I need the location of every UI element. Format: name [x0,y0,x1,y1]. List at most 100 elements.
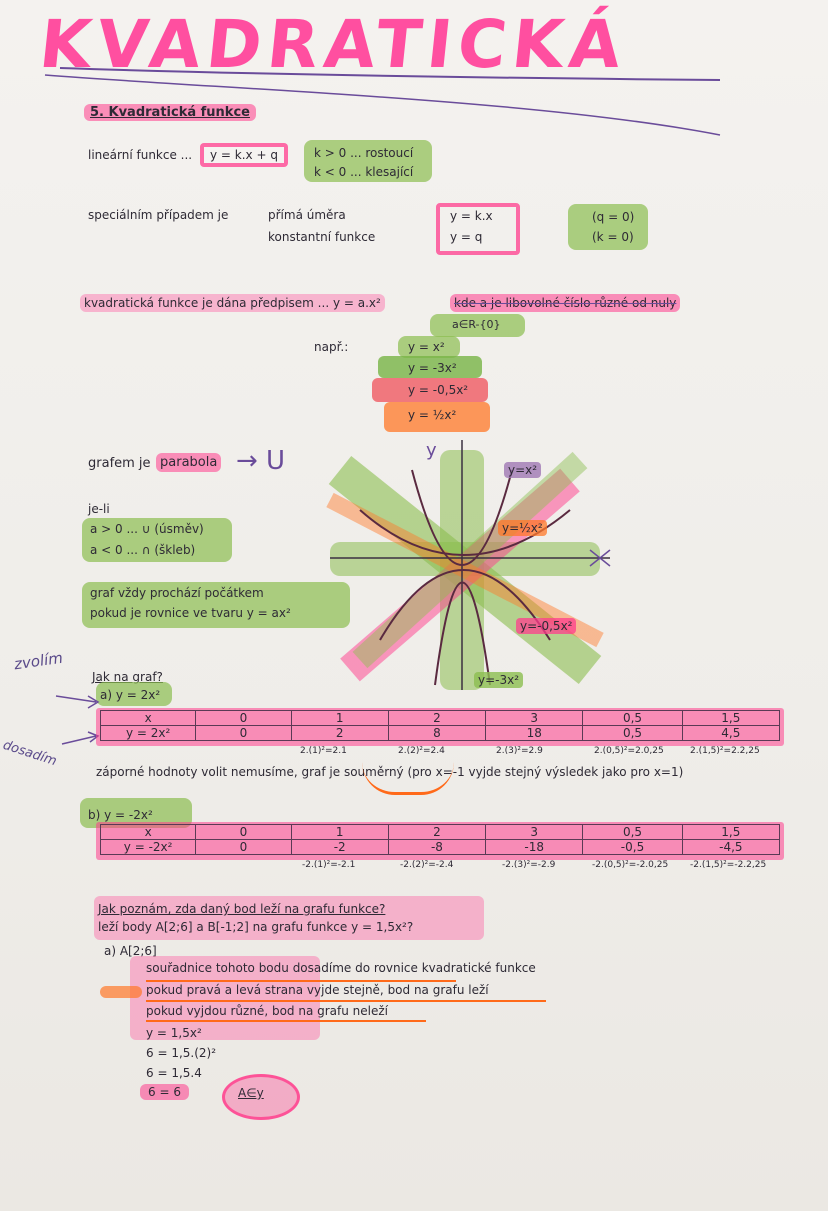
example-4: y = ½x² [408,408,457,422]
condition-2: (k = 0) [592,230,634,244]
calc-note: -2.(1)²=-2.1 [302,860,356,870]
example-2: y = -3x² [408,361,457,375]
table-cell: 2 [387,824,486,840]
table-b-row-x: x 0 1 2 3 0,5 1,5 [99,824,781,840]
table-b-row-y: y = -2x² 0 -2 -8 -18 -0,5 -4,5 [99,839,781,855]
red-highlight [372,378,488,402]
table-cell: 2 [290,725,389,741]
table-a-row-y: y = 2x² 0 2 8 18 0,5 4,5 [99,725,781,741]
table-cell: 3 [485,710,583,726]
calc-note: -2.(0,5)²=-2.0,25 [592,860,669,870]
calc-note: 2.(3)²=2.9 [496,746,543,756]
substitution-1: y = 1,5x² [146,1026,202,1040]
calc-note: -2.(3)²=-2.9 [502,860,556,870]
green-highlight [304,140,432,182]
table-a-row-x: x 0 1 2 3 0,5 1,5 [99,710,781,726]
table-cell: 0 [195,824,292,840]
table-cell: 1,5 [681,824,781,840]
green-highlight [82,582,350,628]
table-cell: 0 [195,839,292,855]
origin-line-2: pokud je rovnice ve tvaru y = ax² [90,606,291,620]
curve-label-1: y=x² [504,462,542,478]
special-case-1: přímá úměra [268,208,346,222]
formula-direct: y = k.x [450,209,493,223]
parabola-word: parabola [156,453,222,472]
part-b-label: b) y = -2x² [88,808,153,822]
definition-text: kvadratická funkce je dána předpisem ...… [80,294,385,312]
section-heading: 5. Kvadratická funkce [84,104,256,121]
table-cell: 2 [387,710,486,726]
curve-label-3: y=-0,5x² [516,618,577,634]
table-cell: 18 [485,725,583,741]
table-cell: x [99,710,196,726]
result: A∈y [238,1086,264,1100]
how-graph-title: Jak na graf? [92,670,163,684]
table-cell: -8 [387,839,486,855]
table-cell: 3 [485,824,583,840]
calc-note: -2.(2)²=-2.4 [400,860,454,870]
point-step-2: pokud pravá a levá strana vyjde stejně, … [146,983,489,997]
formula-box [436,203,520,255]
table-cell: -0,5 [582,839,683,855]
green-highlight [568,204,648,250]
example-3: y = -0,5x² [408,383,469,397]
jeli-negative: a < 0 ... ∩ (škleb) [90,543,196,557]
orange-arrow-highlight [100,986,142,998]
table-cell: -18 [485,839,583,855]
table-cell: -4,5 [681,839,781,855]
curve-label-4: y=-3x² [474,672,524,688]
special-case-2: konstantní funkce [268,230,376,244]
definition-set: a∈R-{0} [430,314,525,337]
point-step-3: pokud vyjdou různé, bod na grafu neleží [146,1004,388,1018]
calc-note: -2.(1,5)²=-2.2,25 [690,860,767,870]
substitution-4: 6 = 6 [140,1084,189,1100]
point-a-label: a) A[2;6] [104,944,157,958]
table-cell: 1 [290,824,389,840]
calc-note: 2.(0,5)²=2.0,25 [594,746,664,756]
jeli-positive: a > 0 ... ∪ (úsměv) [90,522,204,536]
point-question-1: Jak poznám, zda daný bod leží na grafu f… [98,902,386,916]
point-question-2: leží body A[2;6] a B[-1;2] na grafu funk… [98,920,414,934]
table-cell: 0,5 [582,824,683,840]
table-cell: 0 [195,710,292,726]
table-cell: 0,5 [582,725,683,741]
k-negative: k < 0 ... klesající [314,165,414,179]
example-1: y = x² [408,340,445,354]
table-cell: -2 [290,839,389,855]
formula-constant: y = q [450,230,483,244]
orange-underline [146,1020,426,1022]
table-cell: 4,5 [681,725,781,741]
curve-label-2: y=½x² [498,520,547,536]
condition-1: (q = 0) [592,210,635,224]
point-step-1: souřadnice tohoto bodu dosadíme do rovni… [146,961,536,975]
table-cell: 8 [387,725,486,741]
green-highlight [398,336,460,358]
linear-formula: y = k.x + q [200,143,288,167]
table-cell: 1,5 [681,710,781,726]
orange-underline [146,980,456,982]
table-cell: 1 [290,710,389,726]
calc-note: 2.(1)²=2.1 [300,746,347,756]
origin-line-1: graf vždy prochází počátkem [90,586,264,600]
orange-highlight [384,402,490,432]
table-a: x 0 1 2 3 0,5 1,5 y = 2x² 0 2 8 18 0,5 4… [99,710,781,741]
pink-highlight [94,896,484,940]
green-highlight [82,518,232,562]
table-b: x 0 1 2 3 0,5 1,5 y = -2x² 0 -2 -8 -18 -… [99,824,781,855]
table-cell: y = -2x² [99,839,196,855]
definition-where: kde a je libovolné číslo různé od nuly [450,294,681,312]
substitution-3: 6 = 1,5.4 [146,1066,202,1080]
part-a-label: a) y = 2x² [100,688,161,702]
calc-note: 2.(2)²=2.4 [398,746,445,756]
table-cell: 0,5 [582,710,683,726]
title-strike-lines [44,67,721,136]
special-label: speciálním případem je [88,208,229,222]
linear-label: lineární funkce ... [88,148,193,162]
table-cell: 0 [195,725,292,741]
examples-label: např.: [314,340,349,354]
table-cell: x [99,824,196,840]
pink-highlight [130,956,320,1040]
k-positive: k > 0 ... rostoucí [314,146,414,160]
result-circle [222,1074,300,1120]
green-highlight [378,356,482,378]
